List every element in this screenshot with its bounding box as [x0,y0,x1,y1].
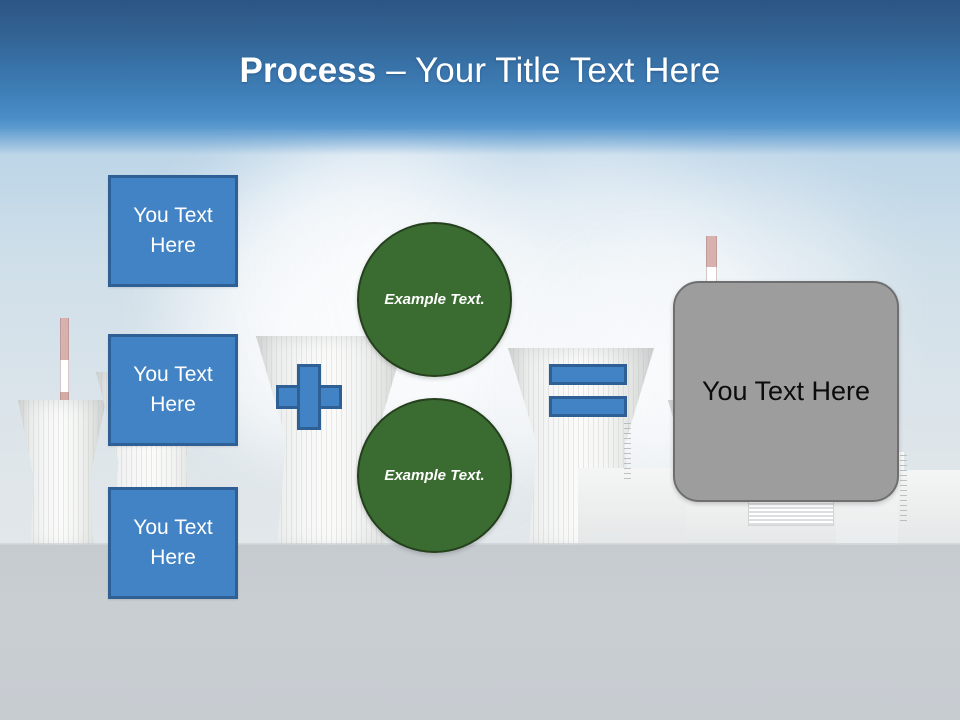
equals-icon-top-bar [549,364,627,385]
page-title-bold: Process [239,50,377,90]
equals-icon [549,364,627,417]
plus-icon-center [300,388,318,406]
blue-box-3-label: You Text Here [133,515,213,569]
blue-box-1-label: You Text Here [133,203,213,257]
green-circle-2[interactable]: Example Text. [357,398,512,553]
blue-box-3[interactable]: You Text Here [108,487,238,599]
plus-icon [276,364,342,430]
green-circle-1[interactable]: Example Text. [357,222,512,377]
equals-icon-bottom-bar [549,396,627,417]
slide-title-band: Process – Your Title Text Here [0,0,960,155]
blue-box-2[interactable]: You Text Here [108,334,238,446]
plant-building [898,470,960,550]
blue-box-2-label: You Text Here [133,362,213,416]
page-title: Process – Your Title Text Here [240,51,721,91]
page-title-rest: – Your Title Text Here [376,50,721,90]
green-circle-2-label: Example Text. [384,466,485,484]
result-panel-label: You Text Here [701,376,871,406]
tower-ladder [900,455,907,525]
blue-box-1[interactable]: You Text Here [108,175,238,287]
green-circle-1-label: Example Text. [384,290,485,308]
result-panel[interactable]: You Text Here [673,281,899,502]
building-louver [748,500,834,526]
tower-ladder [624,423,631,479]
